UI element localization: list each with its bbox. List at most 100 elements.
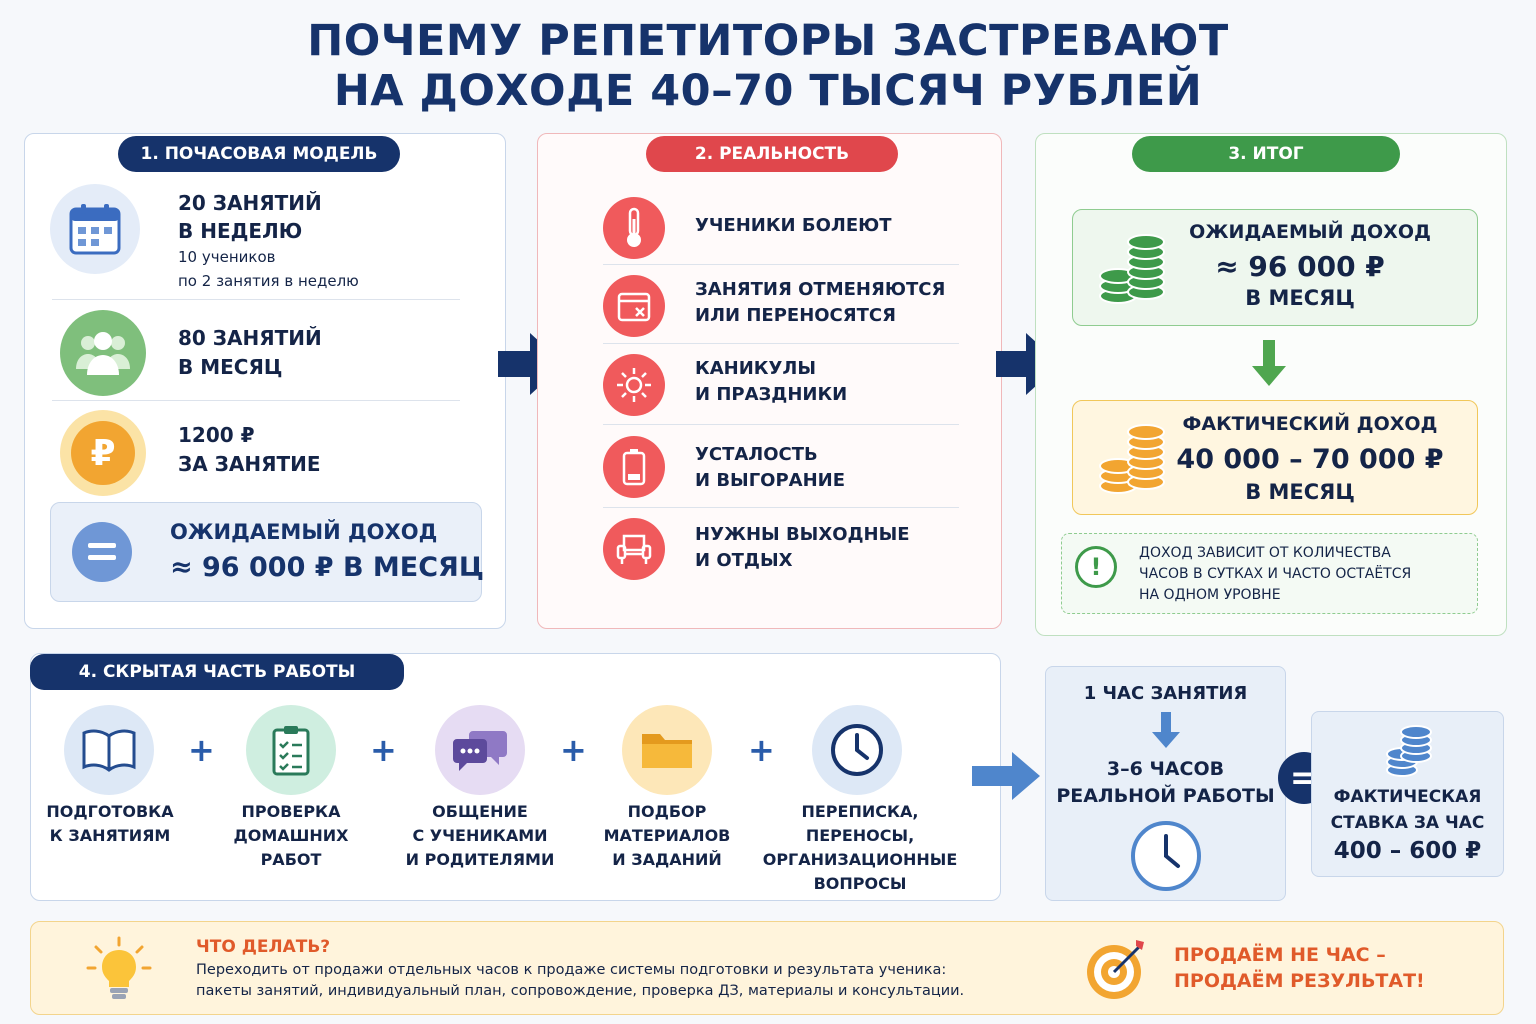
divider	[52, 299, 460, 300]
hidden-item-1-line-1: ПОДГОТОВКА	[46, 802, 174, 821]
people-icon	[60, 310, 146, 396]
divider	[603, 424, 959, 425]
hidden-item-3-line-3: И РОДИТЕЛЯМИ	[405, 850, 555, 869]
real-hours-line-1: 3–6 ЧАСОВ	[1106, 758, 1225, 780]
note-line-3: НА ОДНОМ УРОВНЕ	[1139, 587, 1281, 603]
result-actual-value: 40 000 – 70 000 ₽	[1176, 444, 1444, 475]
hourly-rate-box	[1311, 711, 1504, 877]
hidden-item-1-line-2: К ЗАНЯТИЯМ	[49, 826, 171, 845]
weekly-lessons-sub-1: 10 учеников	[178, 248, 276, 266]
result-expected-label: ОЖИДАЕМЫЙ ДОХОД	[1189, 221, 1431, 243]
equals-icon	[72, 522, 132, 582]
income-note	[1061, 533, 1478, 614]
arrow-right-icon	[498, 333, 564, 399]
thermometer-icon	[603, 197, 665, 259]
armchair-icon	[603, 518, 665, 580]
expected-income-label: ОЖИДАЕМЫЙ ДОХОД	[170, 520, 438, 544]
reality-item-3-line-1: КАНИКУЛЫ	[695, 358, 816, 379]
title-line-1: ПОЧЕМУ РЕПЕТИТОРЫ ЗАСТРЕВАЮТ	[307, 16, 1229, 66]
ruble-coin-icon: ₽	[60, 410, 146, 496]
reality-item-5-line-2: И ОТДЫХ	[695, 550, 793, 571]
footer-heading: ЧТО ДЕЛАТЬ?	[196, 937, 331, 957]
folder-icon	[622, 705, 712, 795]
reality-item-1-line-1: УЧЕНИКИ БОЛЕЮТ	[695, 215, 892, 236]
result-actual-label: ФАКТИЧЕСКИЙ ДОХОД	[1182, 413, 1438, 435]
note-line-2: ЧАСОВ В СУТКАХ И ЧАСТО ОСТАЁТСЯ	[1139, 566, 1412, 582]
arrow-down-icon	[1252, 340, 1286, 390]
reality-item-3-line-2: И ПРАЗДНИКИ	[695, 384, 848, 405]
real-hours-line-2: РЕАЛЬНОЙ РАБОТЫ	[1056, 785, 1275, 807]
hidden-item-5-line-4: ВОПРОСЫ	[813, 874, 907, 893]
exclamation-icon: !	[1075, 546, 1117, 588]
hidden-item-2-line-1: ПРОВЕРКА	[241, 802, 341, 821]
clock-icon	[1128, 818, 1204, 898]
page-title: ПОЧЕМУ РЕПЕТИТОРЫ ЗАСТРЕВАЮТ НА ДОХОДЕ 4…	[200, 16, 1336, 116]
sun-icon	[603, 354, 665, 416]
coin-stack-icon	[1098, 228, 1168, 312]
section-1-label: 1. ПОЧАСОВАЯ МОДЕЛЬ	[118, 136, 400, 172]
weekly-lessons-title-2: В НЕДЕЛЮ	[178, 219, 303, 243]
price-per-lesson-title-2: ЗА ЗАНЯТИЕ	[178, 452, 321, 476]
footer-line-2: пакеты занятий, индивидуальный план, соп…	[196, 983, 965, 999]
expected-income-value: ≈ 96 000 ₽ В МЕСЯЦ	[170, 552, 484, 583]
note-line-1: ДОХОД ЗАВИСИТ ОТ КОЛИЧЕСТВА	[1139, 545, 1391, 561]
target-icon	[1084, 936, 1150, 1006]
result-expected-value: ≈ 96 000 ₽	[1215, 250, 1385, 283]
hidden-item-5-line-2: ПЕРЕНОСЫ,	[805, 826, 915, 845]
plus-sign: +	[560, 731, 587, 769]
clock-icon	[812, 705, 902, 795]
title-line-2: НА ДОХОДЕ 40–70 ТЫСЯЧ РУБЛЕЙ	[333, 66, 1203, 116]
result-expected-period: В МЕСЯЦ	[1245, 286, 1355, 310]
hidden-item-3-line-2: С УЧЕНИКАМИ	[412, 826, 548, 845]
monthly-lessons-title-1: 80 ЗАНЯТИЙ	[178, 326, 322, 350]
section-2-label: 2. РЕАЛЬНОСТЬ	[646, 136, 898, 172]
arrow-down-icon	[1152, 712, 1180, 752]
hidden-item-4-line-2: МАТЕРИАЛОВ	[603, 826, 731, 845]
footer-line-1: Переходить от продажи отдельных часов к …	[196, 962, 947, 978]
chat-icon	[435, 705, 525, 795]
divider	[603, 343, 959, 344]
divider	[603, 264, 959, 265]
slogan-line-2: ПРОДАЁМ РЕЗУЛЬТАТ!	[1174, 970, 1425, 992]
coin-stack-icon	[1384, 722, 1434, 784]
reality-item-2-line-2: ИЛИ ПЕРЕНОСЯТСЯ	[695, 305, 896, 326]
monthly-lessons-title-2: В МЕСЯЦ	[178, 355, 283, 379]
result-actual-period: В МЕСЯЦ	[1245, 480, 1355, 504]
cancelled-calendar-icon	[603, 275, 665, 337]
price-per-lesson-title-1: 1200 ₽	[178, 423, 255, 447]
weekly-lessons-title-1: 20 ЗАНЯТИЙ	[178, 191, 322, 215]
reality-item-5-line-1: НУЖНЫ ВЫХОДНЫЕ	[695, 524, 910, 545]
arrow-right-icon	[972, 752, 1040, 804]
coin: ₽	[71, 421, 135, 485]
checklist-icon	[246, 705, 336, 795]
hour-lesson-label: 1 ЧАС ЗАНЯТИЯ	[1083, 683, 1248, 704]
plus-sign: +	[748, 731, 775, 769]
reality-item-4-line-1: УСТАЛОСТЬ	[695, 444, 818, 465]
hidden-item-3-line-1: ОБЩЕНИЕ	[432, 802, 528, 821]
hidden-item-4-line-1: ПОДБОР	[627, 802, 707, 821]
book-icon	[64, 705, 154, 795]
hourly-rate-line-2: СТАВКА ЗА ЧАС	[1330, 813, 1485, 833]
plus-sign: +	[188, 731, 215, 769]
hourly-rate-line-1: ФАКТИЧЕСКАЯ	[1333, 787, 1482, 807]
hidden-item-5-line-3: ОРГАНИЗАЦИОННЫЕ	[762, 850, 958, 869]
hourly-rate-value: 400 – 600 ₽	[1333, 838, 1482, 864]
lightbulb-icon	[84, 936, 154, 1008]
section-4-label: 4. СКРЫТАЯ ЧАСТЬ РАБОТЫ	[30, 654, 404, 690]
plus-sign: +	[370, 731, 397, 769]
hidden-item-5-line-1: ПЕРЕПИСКА,	[801, 802, 919, 821]
section-3-label: 3. ИТОГ	[1132, 136, 1400, 172]
hidden-item-2-line-2: ДОМАШНИХ	[233, 826, 349, 845]
arrow-right-icon	[996, 333, 1060, 399]
footer-advice	[30, 921, 1504, 1015]
hidden-item-2-line-3: РАБОТ	[260, 850, 322, 869]
weekly-lessons-sub-2: по 2 занятия в неделю	[178, 272, 359, 290]
low-battery-icon	[603, 436, 665, 498]
coin-stack-icon	[1098, 418, 1168, 502]
reality-item-2-line-1: ЗАНЯТИЯ ОТМЕНЯЮТСЯ	[695, 279, 946, 300]
divider	[52, 400, 460, 401]
reality-item-4-line-2: И ВЫГОРАНИЕ	[695, 470, 846, 491]
divider	[603, 507, 959, 508]
hidden-item-4-line-3: И ЗАДАНИЙ	[612, 850, 722, 869]
